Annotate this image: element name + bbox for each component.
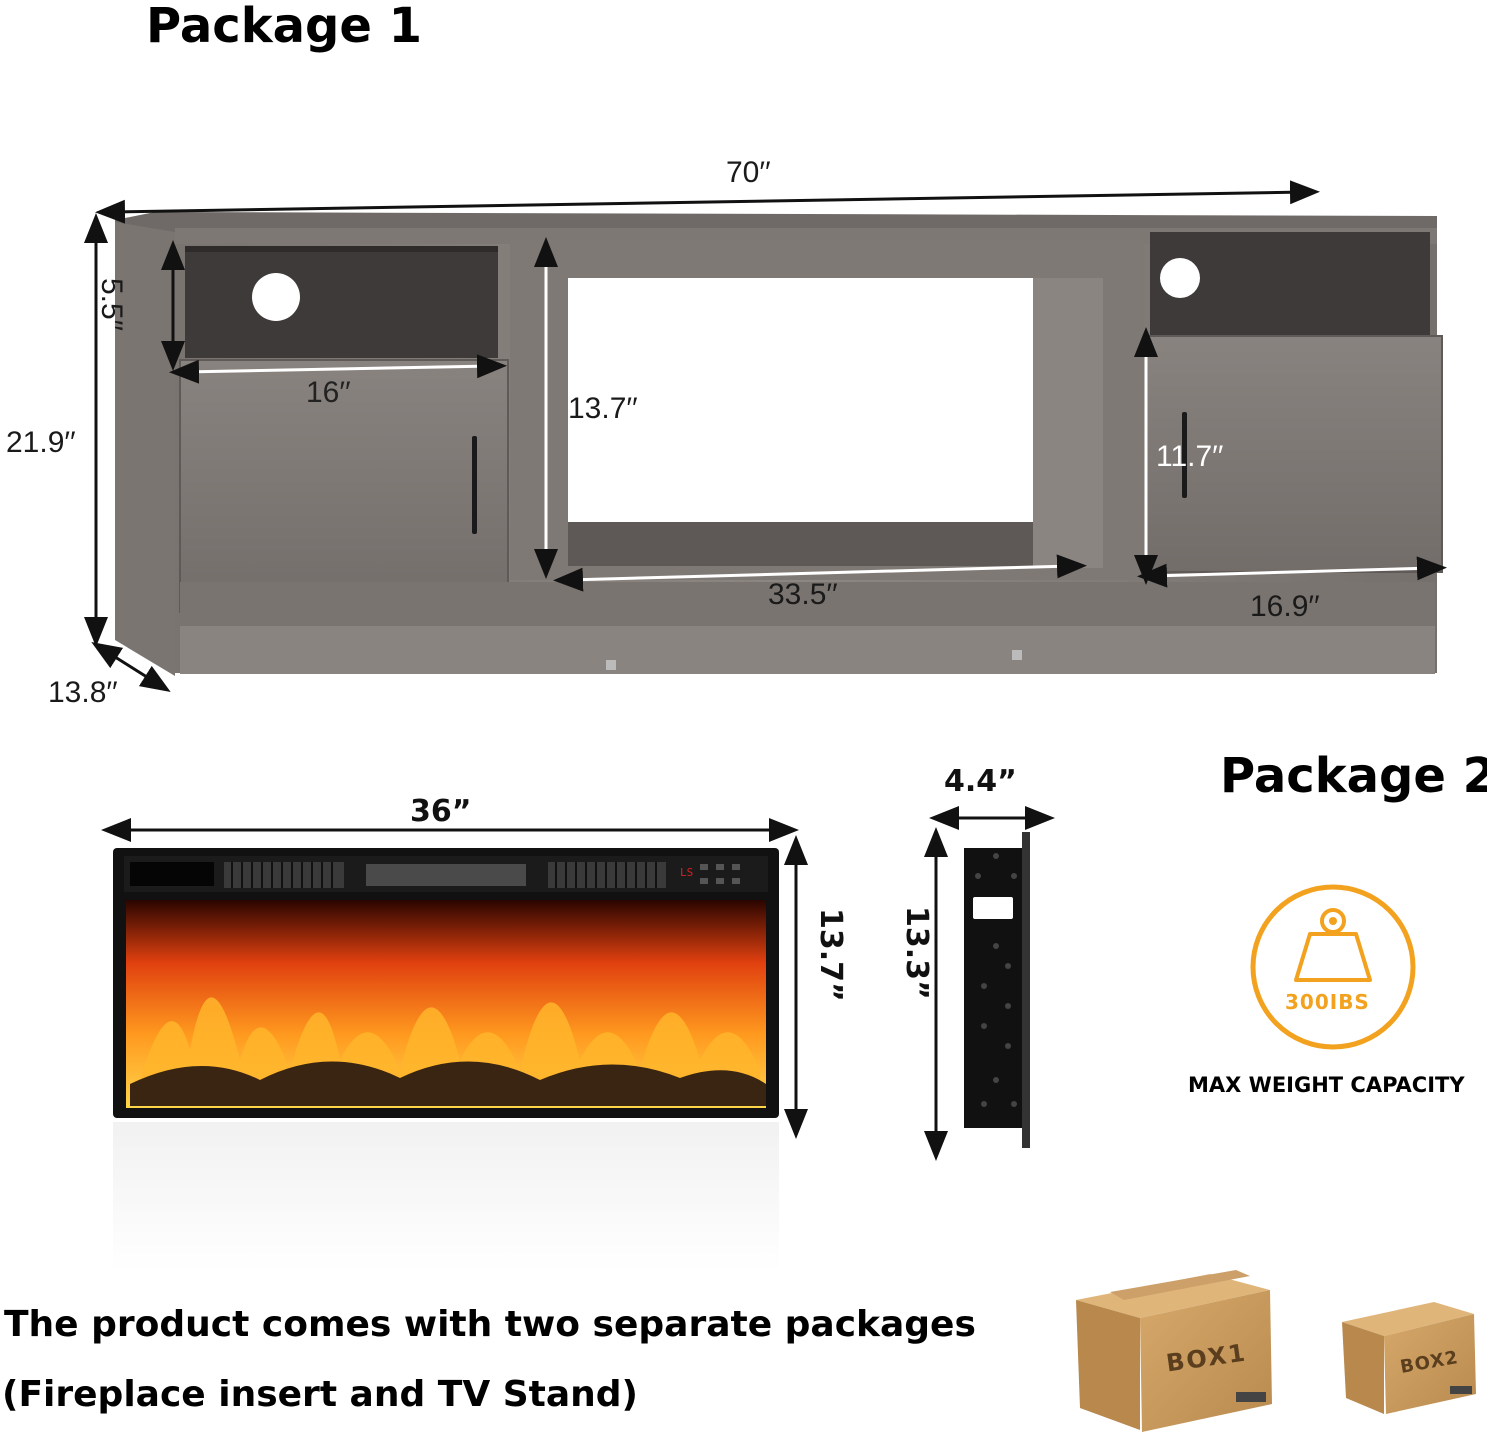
stand-dimension-lines: [84, 180, 1447, 692]
dim-cabinet-width: 16′′: [306, 376, 351, 409]
fireplace-insert: [113, 848, 779, 1272]
box-2: [1342, 1302, 1476, 1414]
weight-badge: [1250, 884, 1416, 1050]
weight-badge-label: 300IBS: [1285, 990, 1370, 1014]
panel-readout: LS: [680, 866, 694, 879]
package-1-title: Package 1: [146, 0, 423, 54]
dim-right-cabinet-width: 16.9′′: [1250, 590, 1320, 623]
package-note-line2: (Fireplace insert and TV Stand): [2, 1374, 639, 1415]
handle-slot: [971, 895, 1015, 921]
cable-hole-left: [252, 273, 300, 321]
package-note-line1: The product comes with two separate pack…: [4, 1304, 976, 1345]
dim-shelf-height: 5.5′′: [95, 278, 128, 331]
dim-overall-width: 70′′: [726, 156, 771, 189]
left-cabinet-door: [179, 359, 509, 613]
dim-insert-width: 36”: [410, 794, 472, 829]
box-1: [1076, 1270, 1272, 1432]
log-bed: [130, 1061, 766, 1106]
insert-dimension-lines: [101, 806, 1055, 1161]
insert-side-view: [964, 832, 1030, 1148]
dim-opening-height: 13.7′′: [568, 392, 638, 425]
right-door-handle: [1182, 412, 1187, 498]
dim-right-cabinet-height: 11.7′′: [1156, 440, 1224, 473]
dim-side-depth: 4.4”: [944, 764, 1017, 799]
package-2-title: Package 2: [1220, 748, 1487, 804]
dim-opening-width: 33.5′′: [768, 578, 838, 611]
dim-depth: 13.8′′: [48, 676, 118, 709]
dim-insert-height: 13.7”: [813, 908, 848, 1002]
right-cabinet-door: [1145, 335, 1443, 573]
cable-hole-right: [1160, 258, 1200, 298]
control-panel: [700, 864, 740, 884]
dim-side-height: 13.3”: [899, 906, 934, 1000]
weight-icon: [1294, 908, 1372, 982]
tv-stand: [115, 212, 1443, 676]
fireplace-opening: [568, 278, 1033, 522]
weight-caption: MAX WEIGHT CAPACITY: [1188, 1073, 1465, 1097]
left-door-handle: [472, 436, 477, 534]
dim-height: 21.9′′: [6, 426, 76, 459]
